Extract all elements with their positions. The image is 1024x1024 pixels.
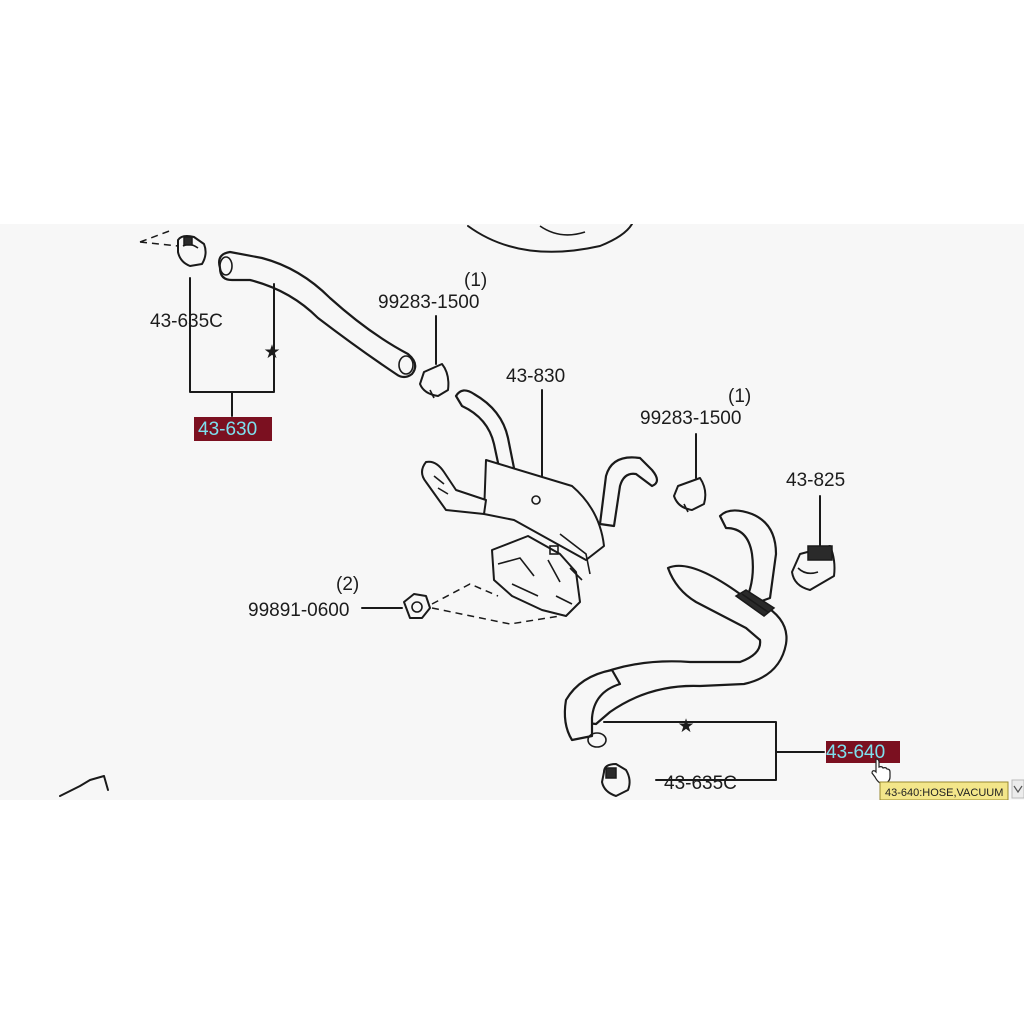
leader-dashed-nut <box>431 583 561 625</box>
label-nut-qty: (2) <box>336 574 359 595</box>
label-hose-left[interactable]: 43-630 <box>198 419 257 440</box>
scrollbar-down-arrow[interactable] <box>1011 779 1024 799</box>
bracket-left: ★ <box>189 277 281 417</box>
label-pipe-bracket: 43-830 <box>506 366 565 387</box>
diagram-viewport: ★ 43-635C 43-630 (1) 99283-1500 43-830 (… <box>0 224 1024 800</box>
star-icon: ★ <box>677 716 694 737</box>
label-clamp-left: 43-635C <box>150 311 223 332</box>
connector-part[interactable] <box>791 545 836 591</box>
hose-left-part[interactable] <box>218 250 417 379</box>
label-hose-left-highlight[interactable]: 43-630 <box>194 417 272 441</box>
clamp-left-part[interactable] <box>177 235 207 267</box>
parts-diagram: ★ 43-635C 43-630 (1) 99283-1500 43-830 (… <box>59 224 1024 800</box>
booster-outline <box>467 224 633 253</box>
tooltip-text: 43-640:HOSE,VACUUM <box>885 787 1003 799</box>
tooltip: 43-640:HOSE,VACUUM <box>879 781 1009 800</box>
nut-part[interactable] <box>403 593 431 619</box>
hand-pointer-icon <box>871 758 891 784</box>
pipe-bracket-part[interactable] <box>421 389 659 617</box>
clip-top-part[interactable] <box>419 363 450 399</box>
hose-right-part[interactable] <box>563 509 788 748</box>
label-clip-top: 99283-1500 <box>378 292 479 313</box>
star-icon: ★ <box>263 342 280 363</box>
label-clip-mid-qty: (1) <box>728 386 751 407</box>
label-hose-right[interactable]: 43-640 <box>826 742 885 763</box>
label-clamp-right: 43-635C <box>664 773 737 794</box>
clamp-right-part[interactable] <box>601 763 631 797</box>
bracket-right: ★ <box>603 716 825 781</box>
label-clip-mid: 99283-1500 <box>640 408 741 429</box>
label-nut: 99891-0600 <box>248 600 349 621</box>
partial-part-bottom-left <box>59 775 109 797</box>
leader-dashed-top-left <box>139 229 179 247</box>
clip-mid-part[interactable] <box>673 477 707 513</box>
label-hose-right-highlight[interactable]: 43-640 <box>826 741 900 763</box>
label-connector: 43-825 <box>786 470 845 491</box>
label-clip-top-qty: (1) <box>464 270 487 291</box>
